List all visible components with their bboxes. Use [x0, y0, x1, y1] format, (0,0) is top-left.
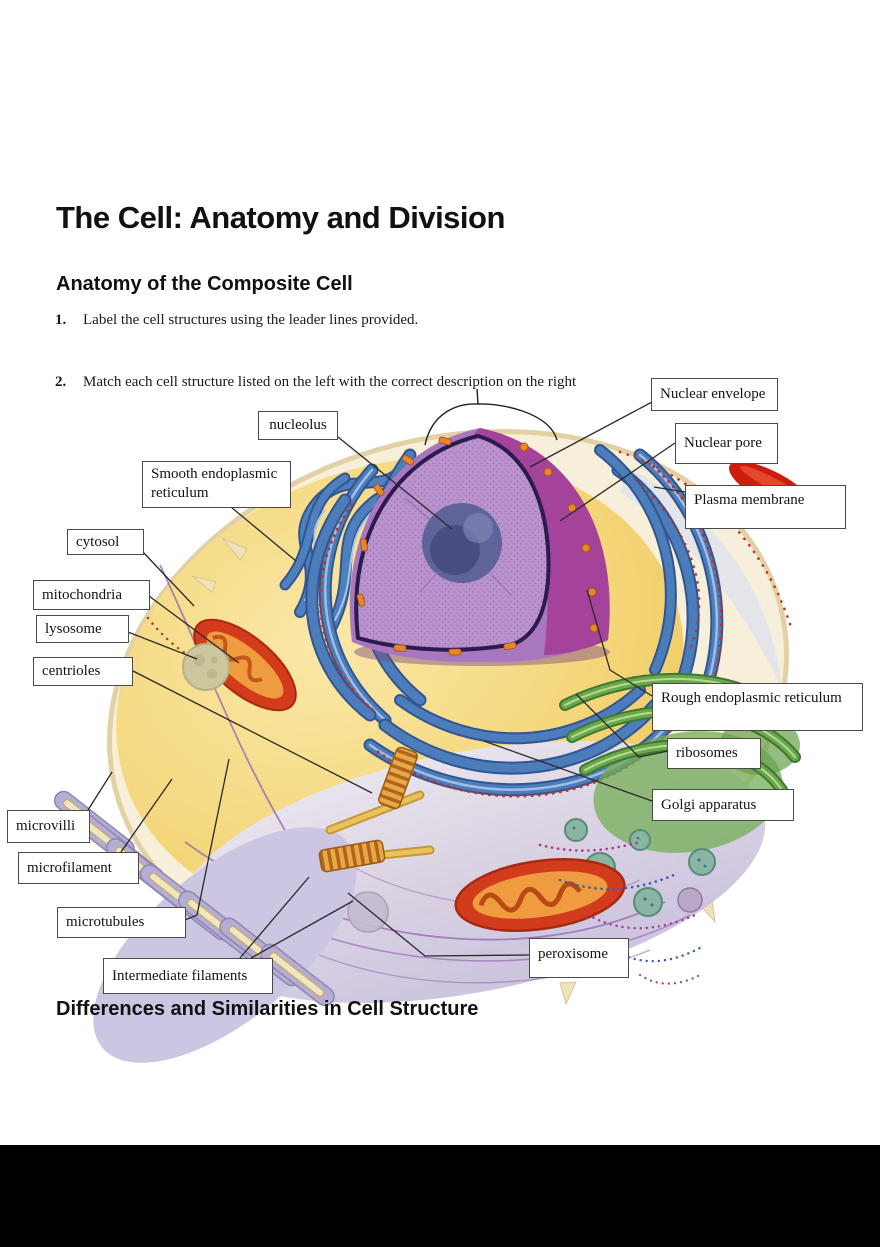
label-lysosome: lysosome — [36, 615, 129, 643]
nuclear-envelope-bracket — [424, 388, 558, 446]
label-plasma-membrane: Plasma membrane — [685, 485, 846, 529]
instruction-item-2: 2. Match each cell structure listed on th… — [55, 374, 576, 391]
label-nucleolus: nucleolus — [258, 411, 338, 440]
label-cytosol: cytosol — [67, 529, 144, 555]
label-intermediate-filaments: Intermediate filaments — [103, 958, 273, 994]
item-text: Match each cell structure listed on the … — [83, 374, 577, 390]
item-text: Label the cell structures using the lead… — [83, 312, 419, 328]
label-ribosomes: ribosomes — [667, 738, 761, 769]
label-mitochondria: mitochondria — [33, 580, 150, 610]
label-peroxisome: peroxisome — [529, 938, 629, 978]
item-number: 1. — [55, 312, 67, 328]
leader-lines — [87, 401, 686, 959]
label-nuclear-pore: Nuclear pore — [675, 423, 778, 464]
section-heading-anatomy: Anatomy of the Composite Cell — [56, 273, 353, 295]
bottom-black-bar — [0, 1145, 880, 1247]
page-title: The Cell: Anatomy and Division — [56, 200, 505, 235]
microvilli-fingers — [53, 790, 335, 1007]
label-microvilli: microvilli — [7, 810, 90, 843]
label-centrioles: centrioles — [33, 657, 133, 686]
item-number: 2. — [55, 374, 67, 390]
label-golgi-apparatus: Golgi apparatus — [652, 789, 794, 821]
label-microtubules: microtubules — [57, 907, 186, 938]
label-rough-endoplasmic-reticulum: Rough endoplasmic reticulum — [652, 683, 863, 731]
label-microfilament: microfilament — [18, 852, 139, 884]
label-smooth-endoplasmic-reticulum: Smooth endoplasmic reticulum — [142, 461, 291, 508]
instruction-item-1: 1. Label the cell structures using the le… — [55, 312, 418, 329]
label-nuclear-envelope: Nuclear envelope — [651, 378, 778, 411]
section-heading-differences: Differences and Similarities in Cell Str… — [56, 998, 479, 1020]
